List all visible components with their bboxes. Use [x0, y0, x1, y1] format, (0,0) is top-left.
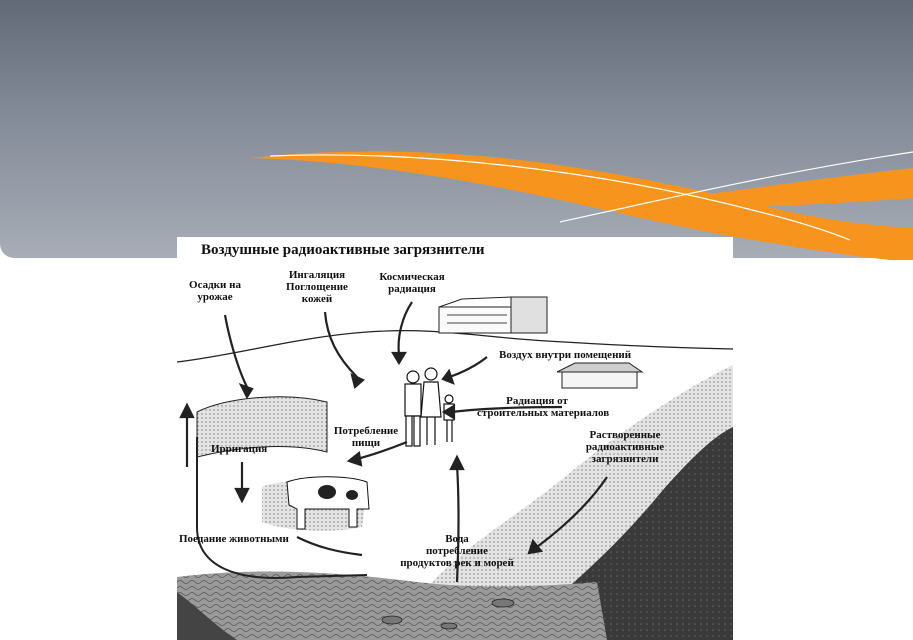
diagram-illustration	[177, 296, 733, 640]
cow-icon	[286, 476, 370, 530]
fish-icons	[381, 598, 515, 630]
label-irrigation: Ирригация	[211, 443, 268, 455]
diagram-title: Воздушные радиоактивные загрязнители	[201, 242, 485, 258]
radioactive-pollutants-diagram: Воздушные радиоактивные загрязнители Оса…	[177, 237, 733, 640]
orange-swoosh-decoration	[250, 151, 913, 260]
river-water	[177, 571, 607, 640]
horizon-line	[177, 330, 733, 363]
label-animal-consumption: Поедание животными	[179, 533, 289, 545]
crop-field	[196, 396, 328, 458]
label-indoor-air: Воздух внутри помещений	[499, 349, 632, 361]
underground-soil	[507, 427, 733, 640]
family-icon	[404, 367, 455, 447]
house-icon	[556, 362, 644, 389]
building-icon	[438, 296, 548, 334]
irrigation-pipe	[196, 437, 368, 579]
flow-arrows	[179, 301, 608, 583]
